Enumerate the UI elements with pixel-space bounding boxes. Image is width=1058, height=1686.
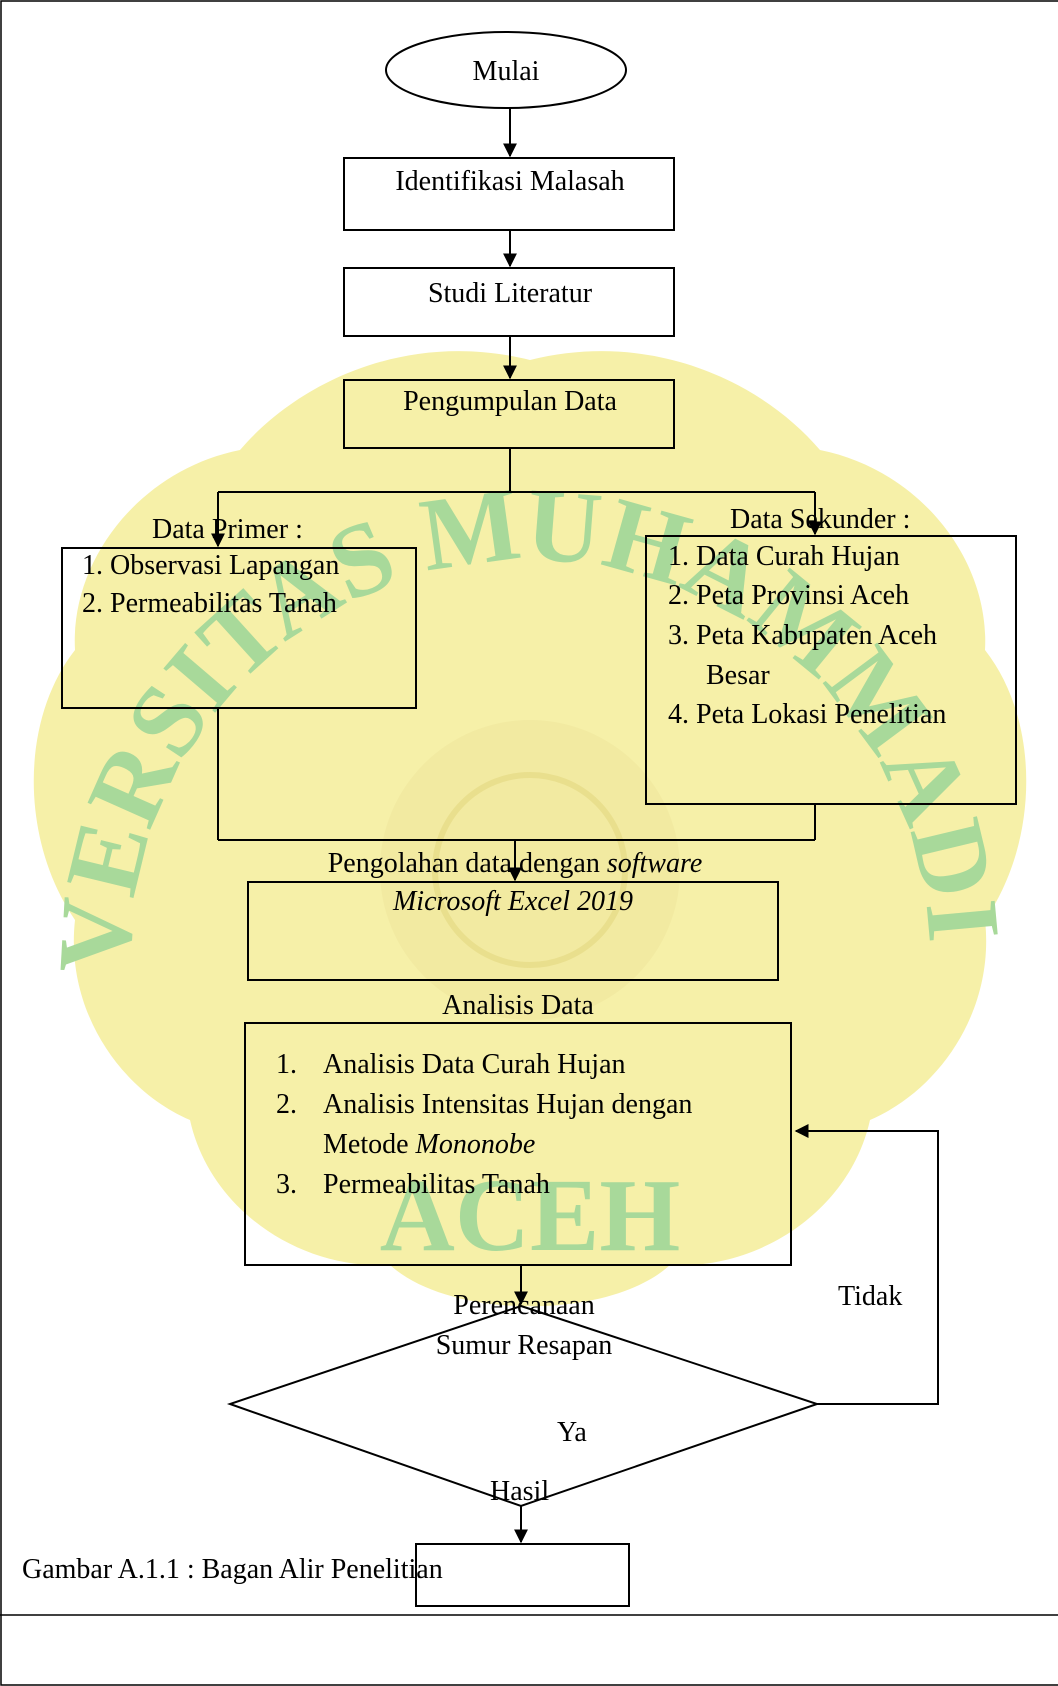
analysis-item-2-num: 2. [276,1089,297,1120]
watermark-bottom-text: ACEH [380,1158,680,1273]
primary-title: Data Primer : [152,514,303,545]
analysis-item-3-num: 3. [276,1169,297,1200]
start-terminal [385,31,627,109]
secondary-item-3-cont: Besar [706,660,770,691]
literature-label: Studi Literatur [428,278,593,309]
decision-line-1: Perencanaan [453,1290,594,1321]
primary-box [61,547,417,709]
decision-yes-label: Ya [557,1417,587,1448]
secondary-title: Data Sekunder : [730,504,910,535]
secondary-item-2: 2. Peta Provinsi Aceh [668,580,909,611]
analysis-item-3: Permeabilitas Tanah [323,1169,550,1200]
processing-box [247,881,779,981]
collection-label: Pengumpulan Data [403,386,617,417]
arrow-no-loop [794,1124,939,1405]
result-box [415,1543,630,1607]
secondary-box [645,535,1017,805]
processing-line-1: Pengolahan data dengan software [328,848,703,879]
identify-label: Identifikasi Malasah [395,166,624,197]
start-label: Mulai [473,56,540,87]
analysis-item-2-cont: Metode Mononobe [323,1129,535,1160]
result-label: Hasil [490,1476,549,1507]
primary-item-2: 2. Permeabilitas Tanah [82,588,337,619]
analysis-title: Analisis Data [442,990,594,1021]
decision-line-2: Sumur Resapan [436,1330,613,1361]
secondary-item-4: 4. Peta Lokasi Penelitian [668,699,946,730]
processing-line-2: Microsoft Excel 2019 [392,886,633,917]
secondary-item-1: 1. Data Curah Hujan [668,541,900,572]
analysis-item-2: Analisis Intensitas Hujan dengan [323,1089,692,1120]
figure-caption: Gambar A.1.1 : Bagan Alir Penelitian [22,1554,443,1585]
analysis-box [244,1022,792,1266]
analysis-item-1: Analisis Data Curah Hujan [323,1049,626,1080]
secondary-item-3: 3. Peta Kabupaten Aceh [668,620,937,651]
decision-no-label: Tidak [838,1281,902,1312]
primary-item-1: 1. Observasi Lapangan [82,550,339,581]
analysis-item-1-num: 1. [276,1049,297,1080]
